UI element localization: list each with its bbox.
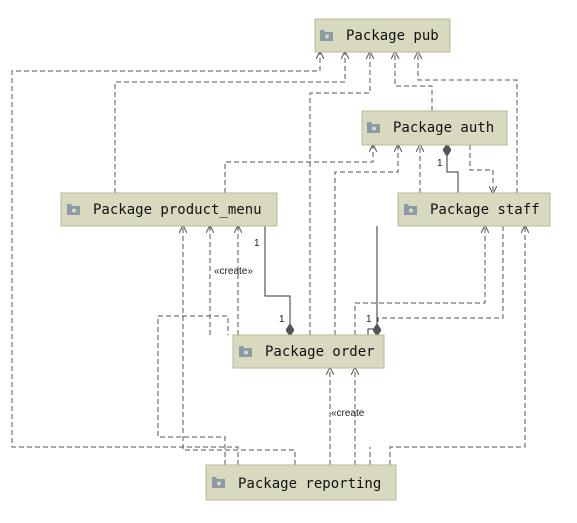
dep-order-staff [354,226,485,335]
edge-labels: 1 1 1 1 «create» «create [214,158,443,419]
dep-staff-pub [418,52,518,193]
package-product-menu-label: Package product_menu [93,202,262,218]
folder-icon [212,477,225,488]
multiplicity-product-menu: 1 [254,238,260,249]
assoc-order-staff [367,226,378,335]
dep-auth-staff [469,145,493,193]
package-pub-label: Package pub [346,28,439,44]
package-pub[interactable]: Package pub [314,18,451,53]
dep-order-auth [334,145,398,335]
dep-staff-order [377,226,504,335]
dep-reporting-staff [389,226,525,465]
package-auth[interactable]: Package auth [361,110,508,146]
package-staff[interactable]: Package staff [397,192,551,227]
package-product-menu[interactable]: Package product_menu [60,192,278,227]
folder-icon [367,122,380,133]
package-auth-label: Package auth [393,120,494,136]
multiplicity-order-right: 1 [366,314,372,325]
dep-product-menu-auth [224,145,373,193]
stereotype-create-order: «create [331,408,365,419]
package-staff-label: Package staff [430,202,540,218]
dep-auth-pub [395,52,433,111]
multiplicity-auth-staff: 1 [437,158,443,169]
dep-reporting-pub [11,52,320,465]
assoc-product-menu-order [264,226,290,335]
package-reporting-label: Package reporting [238,476,381,492]
package-order[interactable]: Package order [232,334,385,369]
folder-icon [239,346,252,357]
stereotype-create-product-menu: «create» [214,266,253,277]
dep-order-pub [309,52,370,335]
package-order-label: Package order [265,344,375,360]
dep-reporting-product-menu-2 [157,315,229,465]
folder-icon [67,204,80,215]
dep-product-menu-pub [114,52,345,193]
multiplicity-order-left: 1 [279,314,285,325]
folder-icon [320,30,333,41]
folder-icon [404,204,417,215]
package-reporting[interactable]: Package reporting [205,464,397,501]
association-lines [264,145,459,335]
assoc-auth-staff [447,145,459,193]
